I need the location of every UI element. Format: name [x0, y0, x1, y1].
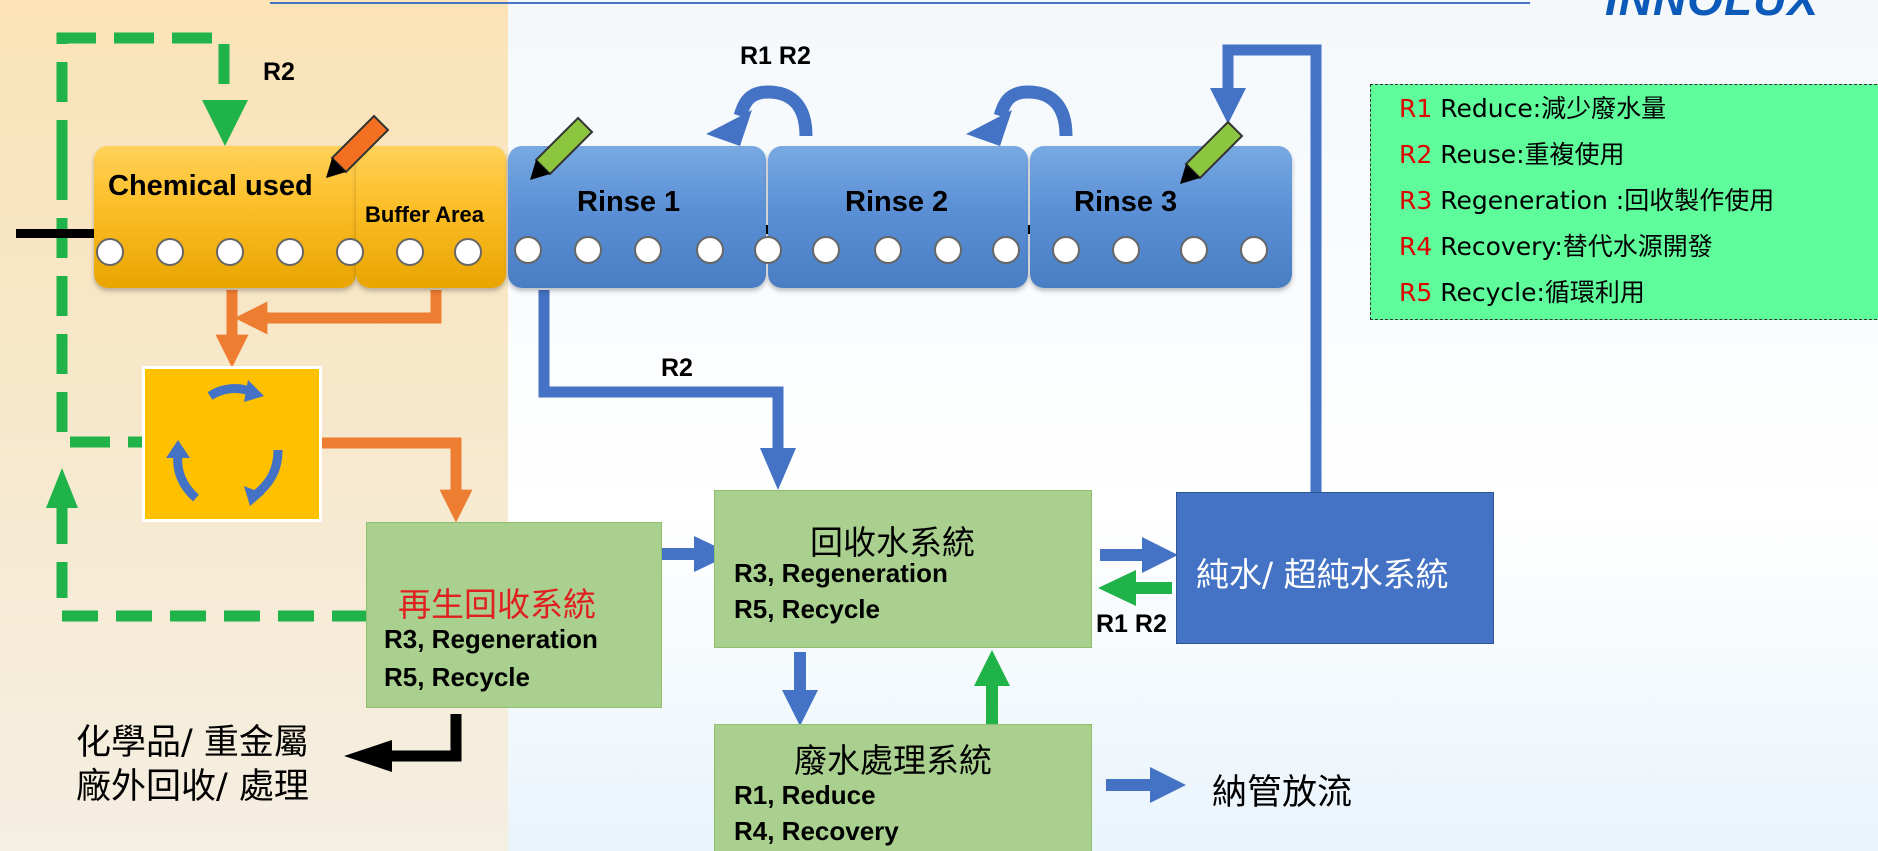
- green-arrow-to-recovery-head: [974, 650, 1010, 686]
- blue-flow-rinse-to-recovery: [538, 290, 784, 448]
- green-arrow-to-recovery-shaft: [986, 684, 998, 724]
- reuse-arrowhead-rinse2: [966, 110, 1012, 146]
- tank-label-rinse-3: Rinse 3: [1074, 186, 1178, 218]
- tank-label-rinse-1: Rinse 1: [577, 186, 681, 218]
- blue-arrow-regen-head: [694, 536, 732, 572]
- discharge-label: 納管放流: [1212, 773, 1353, 813]
- pure-water-system-box: [1176, 492, 1494, 644]
- reuse-curve-rinse2-to-1: [733, 85, 813, 137]
- wastewater-treatment-title: 廢水處理系統: [794, 741, 992, 780]
- cycle-arrows-icon: [166, 380, 283, 506]
- green-dashed-loop-top: [56, 32, 230, 160]
- blue-arrow-to-wastewater-shaft: [794, 652, 806, 690]
- blue-arrow-to-purewater-shaft: [1100, 549, 1142, 561]
- legend-item-r3: R3 Regeneration :回收製作使用: [1399, 186, 1775, 215]
- orange-flow-buffer: [234, 290, 442, 335]
- recovery-water-system-line-2: R5, Recycle: [734, 594, 880, 624]
- regeneration-system-box: [366, 522, 662, 708]
- regeneration-system-line-2: R5, Recycle: [384, 662, 530, 692]
- legend-item-r5: R5 Recycle:循環利用: [1399, 278, 1645, 307]
- label-r1r2-top: R1 R2: [740, 42, 811, 70]
- wastewater-treatment-line-1: R1, Reduce: [734, 780, 876, 810]
- pure-water-system-title: 純水/ 超純水系統: [1196, 555, 1449, 594]
- recovery-water-system-line-1: R3, Regeneration: [734, 558, 948, 588]
- tank-label-rinse-2: Rinse 2: [845, 186, 949, 218]
- label-r2-top-left: R2: [263, 58, 295, 86]
- legend-box: R1 Reduce:減少廢水量 R2 Reuse:重複使用 R3 Regener…: [1370, 84, 1878, 320]
- recovery-water-system-title: 回收水系統: [810, 523, 975, 562]
- offsite-label-line-1: 化學品/ 重金屬: [76, 723, 309, 763]
- blue-flow-purewater-to-rinse3: [1222, 44, 1322, 492]
- innolux-logo: INNOLUX: [1605, 0, 1819, 26]
- blue-arrow-discharge-shaft: [1106, 779, 1150, 791]
- legend-item-r2: R2 Reuse:重複使用: [1399, 140, 1625, 169]
- green-arrow-from-purewater-head: [1098, 570, 1136, 606]
- reuse-arrowhead-rinse1: [706, 110, 752, 146]
- blue-arrowhead-recovery: [760, 448, 796, 490]
- green-arrowhead-up: [46, 468, 78, 508]
- regeneration-system-line-1: R3, Regeneration: [384, 624, 598, 654]
- reuse-curve-rinse3-to-2: [993, 85, 1073, 137]
- tank-label-chemical-used: Chemical used: [108, 170, 313, 202]
- blue-arrow-to-purewater-head: [1142, 537, 1178, 573]
- label-r1r2-purewater: R1 R2: [1096, 610, 1167, 638]
- black-arrowhead-offsite: [344, 740, 392, 772]
- green-dashed-loop-left: [56, 160, 142, 448]
- pencil-icon: [530, 116, 594, 180]
- blue-arrow-regen-shaft: [658, 548, 694, 560]
- wastewater-treatment-line-2: R4, Recovery: [734, 816, 899, 846]
- black-flow-offsite: [392, 714, 462, 762]
- tank-buffer-area: [356, 146, 506, 288]
- orange-flow-to-regen: [322, 437, 473, 523]
- tank-rinse-3: [1030, 146, 1292, 288]
- blue-arrowhead-rinse3: [1210, 88, 1246, 124]
- pencil-icon: [326, 114, 390, 178]
- blue-arrow-to-wastewater-head: [782, 690, 818, 726]
- regeneration-system-title: 再生回收系統: [398, 585, 596, 624]
- offsite-label-line-2: 廠外回收/ 處理: [76, 767, 309, 807]
- tank-label-buffer-area: Buffer Area: [365, 202, 484, 227]
- wastewater-treatment-box: [714, 724, 1092, 851]
- blue-arrow-discharge-head: [1150, 767, 1186, 803]
- label-r2-mid: R2: [661, 354, 693, 382]
- legend-item-r4: R4 Recovery:替代水源開發: [1399, 232, 1713, 261]
- legend-item-r1: R1 Reduce:減少廢水量: [1399, 94, 1667, 123]
- tank-rinse-2: [768, 146, 1028, 288]
- pencil-icon: [1180, 120, 1244, 184]
- green-dashed-return: [56, 506, 368, 622]
- green-arrowhead-down: [202, 100, 248, 146]
- green-arrow-from-purewater-shaft: [1136, 582, 1172, 594]
- recovery-water-system-box: [714, 490, 1092, 648]
- title-underline: [270, 2, 1530, 4]
